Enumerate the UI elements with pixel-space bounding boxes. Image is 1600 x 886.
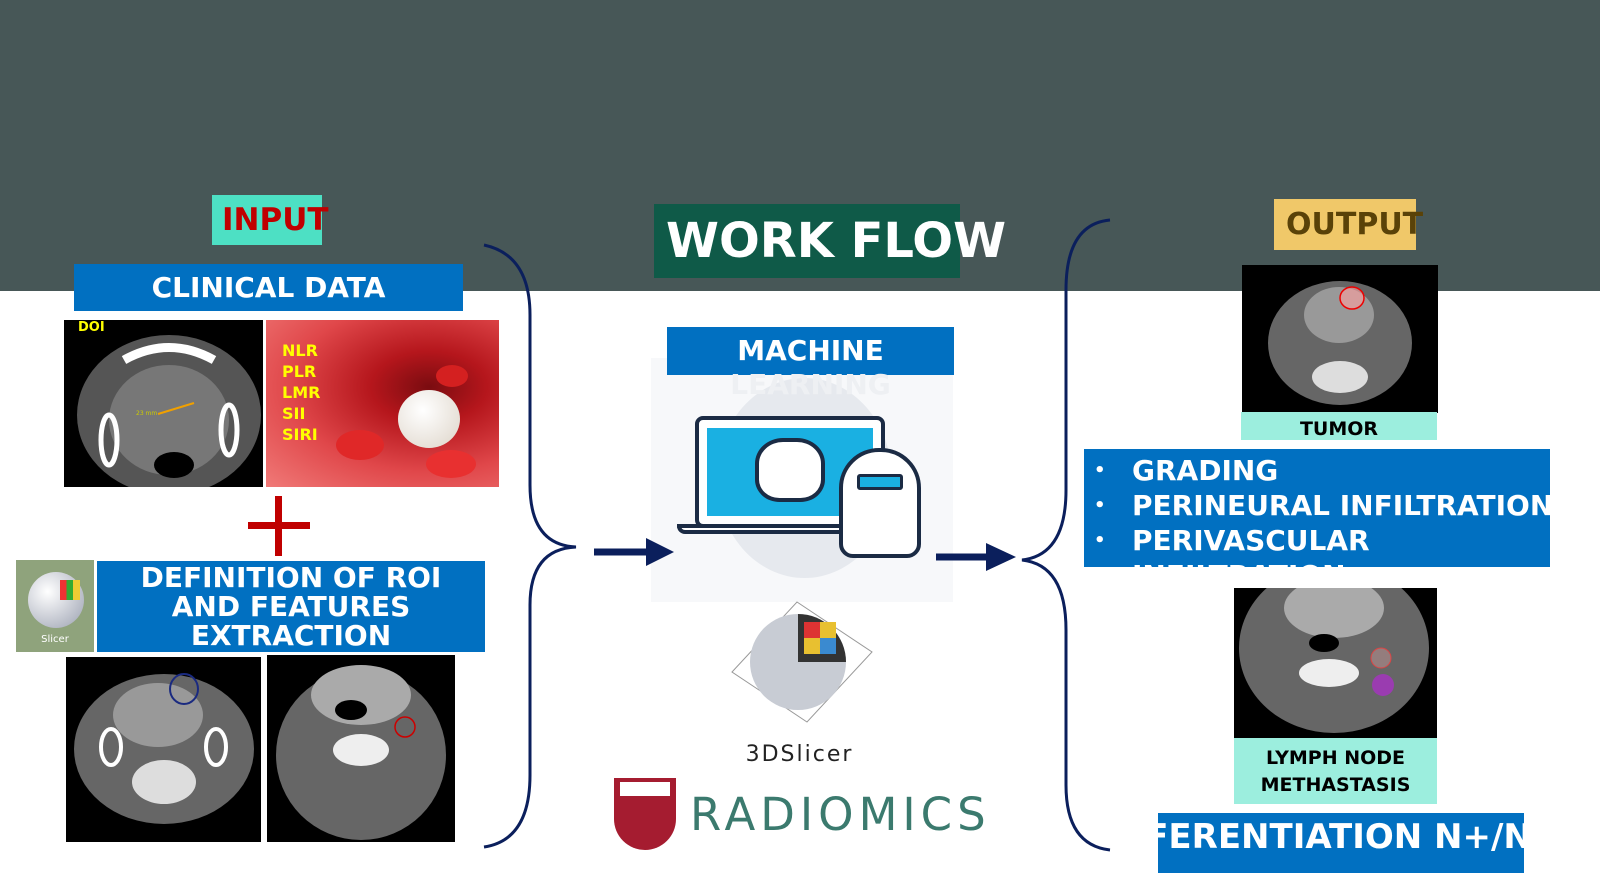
ct-roi-node-image xyxy=(267,655,455,842)
slicer-logo: 3DSlicer xyxy=(712,582,887,772)
ct-scan-image xyxy=(74,673,254,824)
brain-icon xyxy=(755,438,825,502)
doi-label: DOI xyxy=(78,320,105,335)
differentiation-box: DIFFERENTIATION N+/N- xyxy=(1158,813,1524,873)
blood-vessel-image: NLR PLR LMR SII SIRI xyxy=(266,320,499,487)
right-brace-icon xyxy=(1021,218,1111,852)
lymph-line: LYMPH NODE xyxy=(1265,747,1406,769)
ct-tumor-output-image xyxy=(1242,265,1438,413)
index-item: PLR xyxy=(282,362,317,381)
ml-illustration xyxy=(651,358,953,602)
bullet-item: •PERINEURAL INFILTRATION xyxy=(1094,489,1554,522)
roi-definition-box: DEFINITION OF ROI AND FEATURES EXTRACTIO… xyxy=(97,561,485,652)
index-item: SIRI xyxy=(282,425,318,444)
slicer-logo-text: 3DSlicer xyxy=(745,742,854,767)
roi-line: AND FEATURES xyxy=(171,590,411,623)
output-bullets-box: •GRADING •PERINEURAL INFILTRATION •PERIV… xyxy=(1084,449,1554,592)
clinical-data-box: CLINICAL DATA xyxy=(74,264,463,311)
roi-line-overflow: EXTRACTION xyxy=(190,619,392,652)
bullet-text: GRADING xyxy=(1132,454,1279,487)
ct-scan-image xyxy=(1239,588,1429,733)
ct-scan-image xyxy=(276,665,446,840)
harvard-shield-icon xyxy=(614,778,676,850)
blood-indices: NLR PLR LMR SII SIRI xyxy=(282,340,320,445)
ct-scan-image xyxy=(77,335,261,487)
bullet-text: PERIVASCULAR xyxy=(1132,524,1370,557)
ct-doi-image: DOI 23 mm xyxy=(64,320,263,487)
bullet-item: •GRADING xyxy=(1094,454,1279,487)
red-cell xyxy=(426,450,476,478)
output-label: OUTPUT xyxy=(1274,199,1423,250)
robot-icon xyxy=(839,448,921,558)
ct-roi-tumor-image xyxy=(66,657,261,842)
red-cell xyxy=(436,365,468,387)
slicer-app-icon: Slicer xyxy=(16,560,94,652)
tumor-label: TUMOR xyxy=(1241,412,1437,440)
lymph-node-label: LYMPH NODE METHASTASIS xyxy=(1234,738,1437,804)
bullet-item-overflow: INFILTRATION xyxy=(1132,559,1346,592)
slicer-cube-icon xyxy=(731,601,873,723)
bullet-text: PERINEURAL INFILTRATION xyxy=(1132,489,1554,522)
index-item: SII xyxy=(282,404,306,423)
workflow-title: WORK FLOW xyxy=(654,204,1006,278)
arrow-right-icon xyxy=(936,543,1016,571)
ct-lymph-output-image xyxy=(1234,588,1437,738)
input-label: INPUT xyxy=(212,195,329,245)
index-item: LMR xyxy=(282,383,321,402)
lymph-line: METHASTASIS xyxy=(1260,774,1411,796)
arrow-right-icon xyxy=(594,538,674,566)
slicer-icon-label: Slicer xyxy=(41,634,69,645)
ct-scan-image xyxy=(1268,281,1412,405)
machine-learning-box: MACHINE xyxy=(667,327,954,375)
red-cell xyxy=(336,430,384,460)
bullet-item: •PERIVASCULAR xyxy=(1094,524,1370,557)
roi-line: DEFINITION OF ROI xyxy=(140,561,442,594)
measure-label: 23 mm xyxy=(136,410,158,417)
index-item: NLR xyxy=(282,341,318,360)
radiomics-logo-text: RADIOMICS xyxy=(690,788,991,841)
white-cell xyxy=(398,390,460,448)
differentiation-text: DIFFERENTIATION N+/N- xyxy=(1158,817,1524,857)
learning-overflow-text: LEARNING xyxy=(730,368,891,401)
left-brace-icon xyxy=(483,243,577,849)
plus-icon xyxy=(248,496,310,556)
